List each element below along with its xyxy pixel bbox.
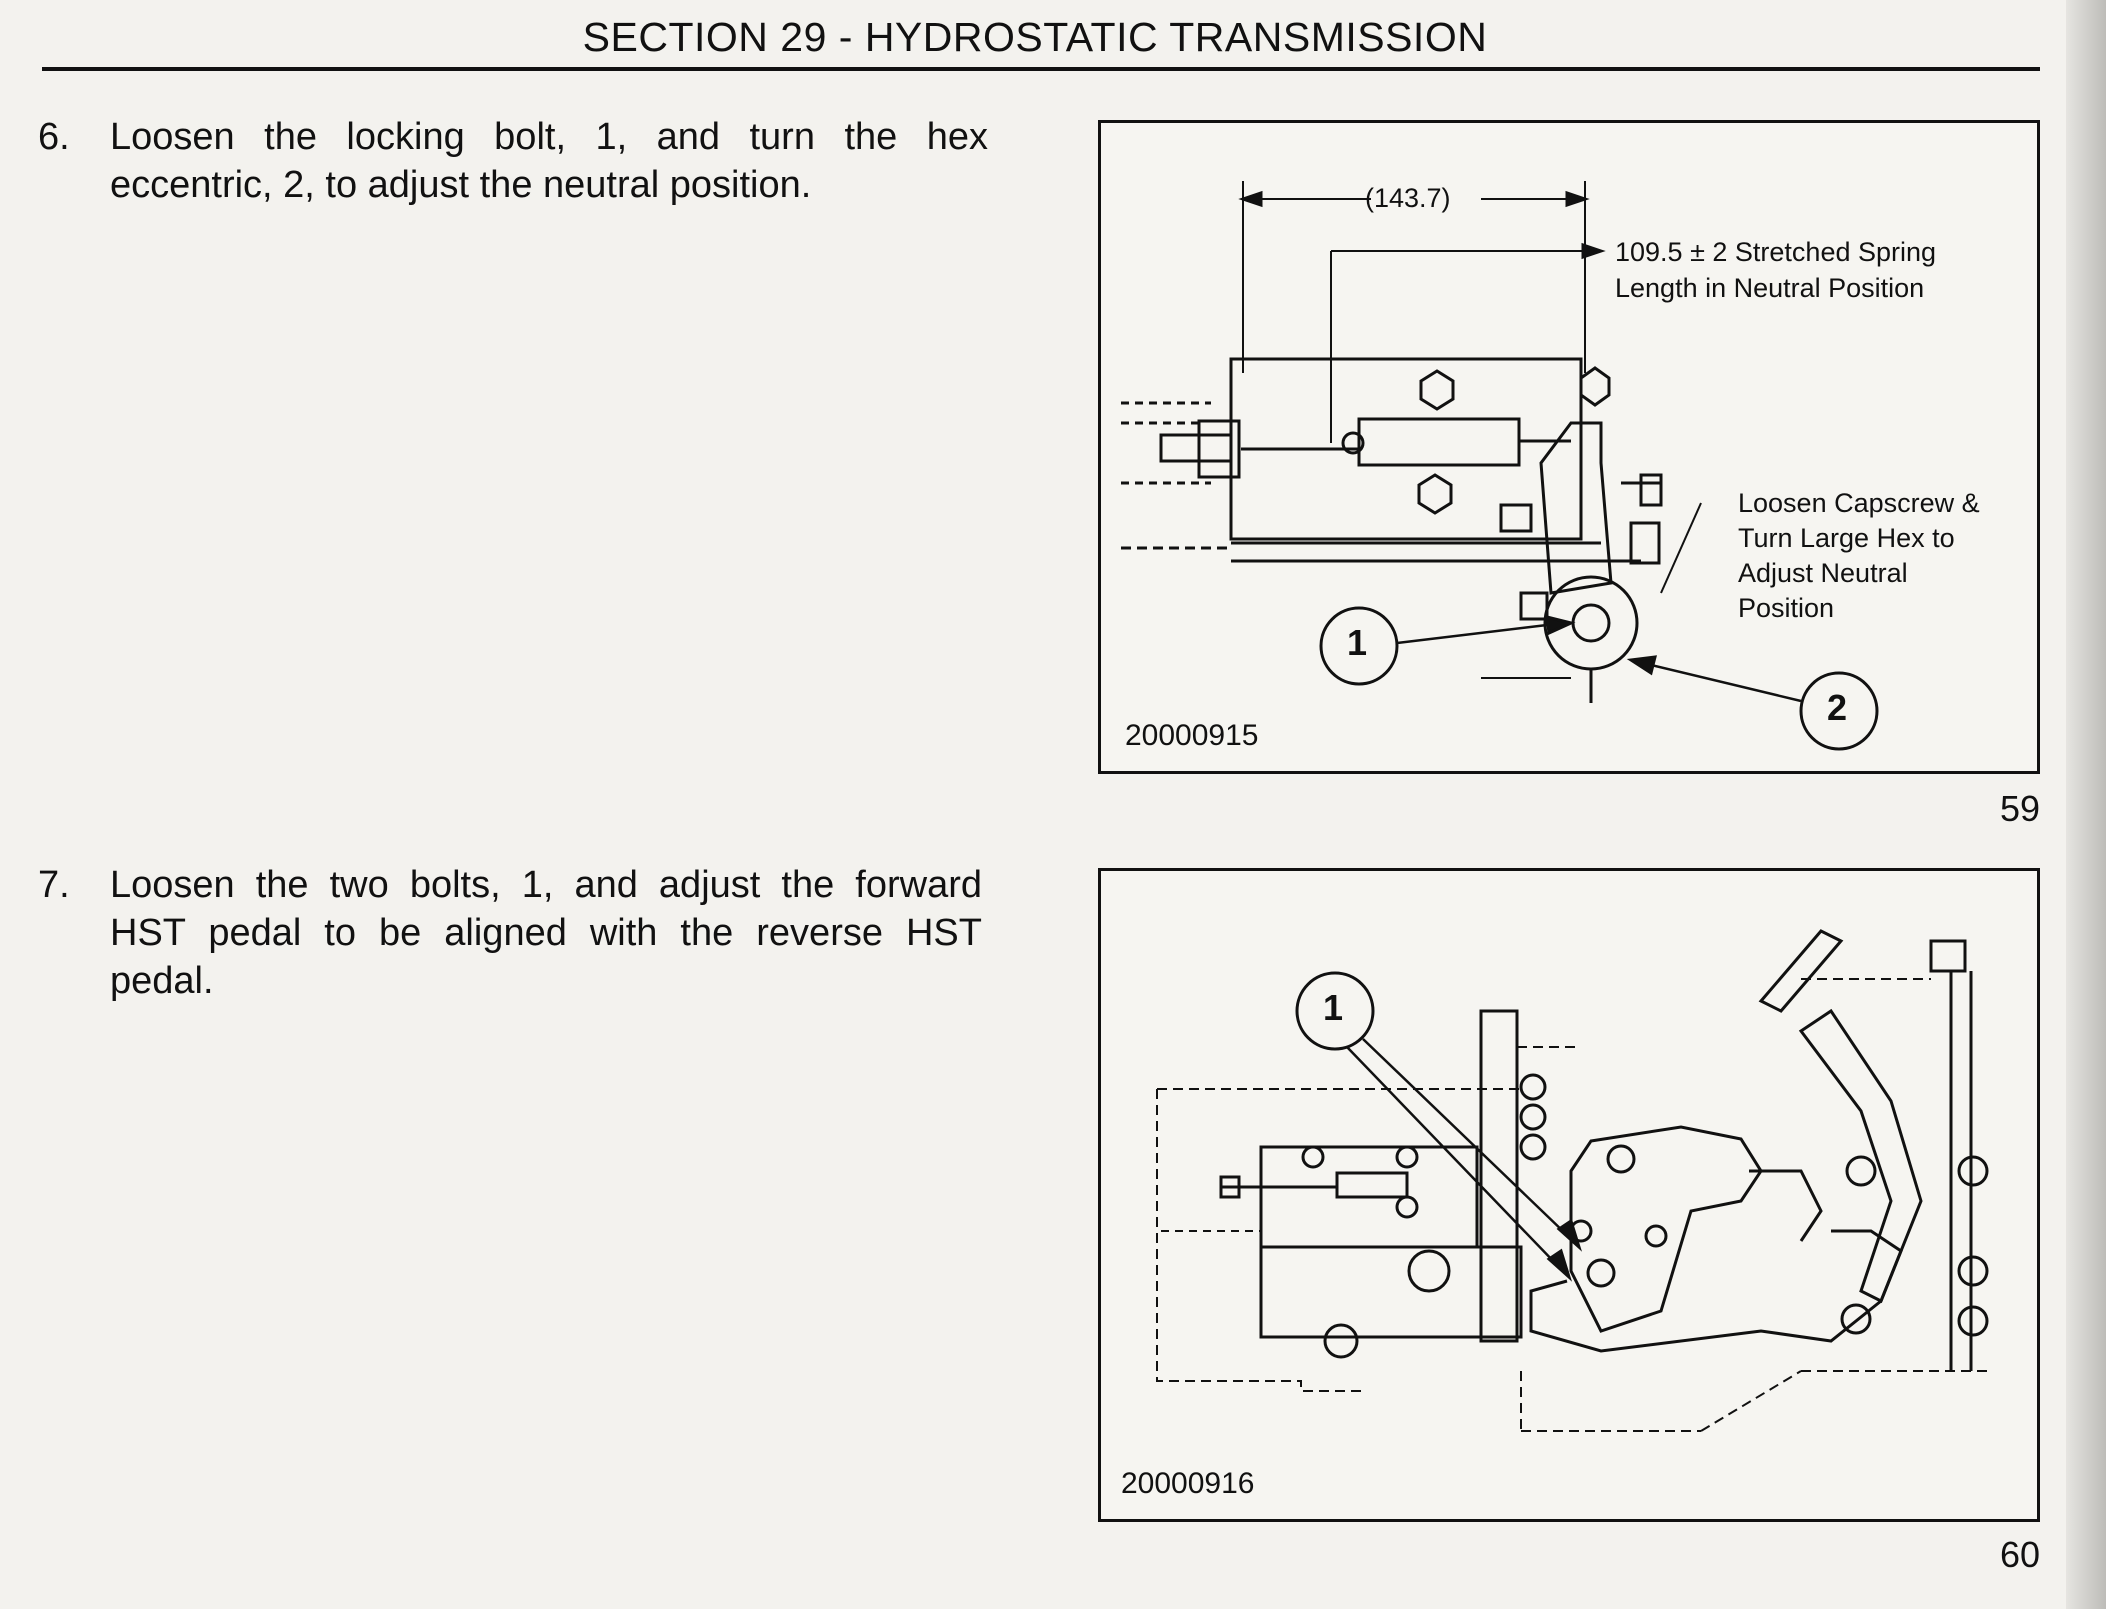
adjust-label-line1: Loosen Capscrew & — [1738, 488, 1980, 518]
adjust-label-line2: Turn Large Hex to — [1738, 523, 1955, 553]
spring-length-label-line2: Length in Neutral Position — [1615, 273, 1925, 303]
figure-id: 20000916 — [1121, 1467, 1255, 1500]
callout-1: 1 — [1347, 622, 1368, 663]
figure-id: 20000915 — [1125, 719, 1259, 752]
page-shadow-edge — [2066, 0, 2106, 1609]
figure-59: (143.7) 109.5 ± 2 Stretched Spring Lengt… — [1098, 120, 2040, 774]
callout-2: 2 — [1827, 687, 1848, 728]
callout-1: 1 — [1323, 987, 1344, 1028]
adjust-label-line4: Position — [1738, 593, 1835, 623]
adjust-label-line3: Adjust Neutral — [1738, 558, 1908, 588]
header-rule — [42, 67, 2040, 71]
spring-length-label-line1: 109.5 ± 2 Stretched Spring — [1615, 237, 1937, 267]
step-text: Loosen the two bolts, 1, and adjust the … — [110, 864, 982, 1002]
step-6: 6. Loosen the locking bolt, 1, and turn … — [38, 113, 988, 209]
neutral-adjust-diagram — [1121, 181, 1879, 751]
hst-pedal-diagram — [1156, 929, 1991, 1432]
figure-60: 1 20000916 — [1098, 868, 2040, 1522]
figure-number: 59 — [1999, 788, 2040, 829]
step-text: Loosen the locking bolt, 1, and turn the… — [110, 116, 988, 206]
dimension-label: (143.7) — [1365, 183, 1451, 213]
step-number: 6. — [38, 116, 70, 158]
step-7: 7. Loosen the two bolts, 1, and adjust t… — [38, 861, 982, 1005]
step-number: 7. — [38, 864, 70, 906]
figure-number: 60 — [1999, 1534, 2040, 1575]
section-title: SECTION 29 - HYDROSTATIC TRANSMISSION — [582, 14, 1488, 60]
